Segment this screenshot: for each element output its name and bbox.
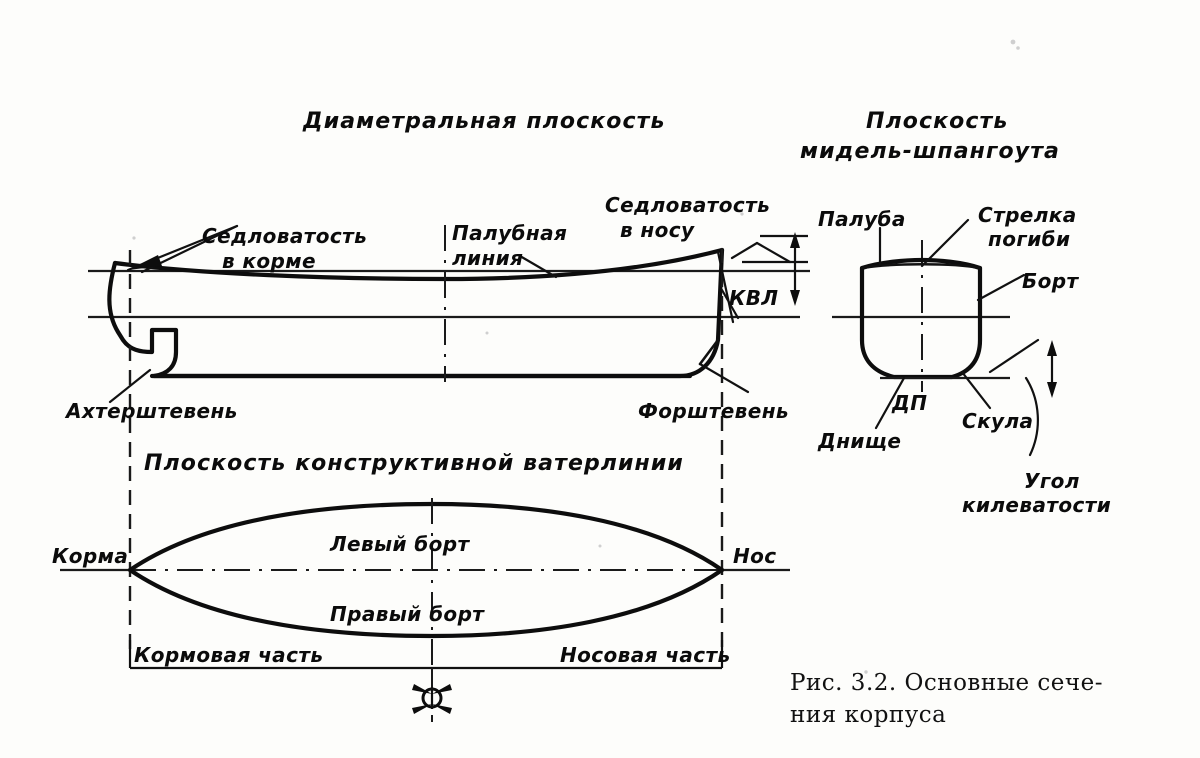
label-deadrise-line1: Угол [1024, 469, 1080, 493]
label-port-side: Левый борт [329, 532, 471, 556]
label-starboard-side: Правый борт [330, 602, 485, 626]
title-waterline-plane: Плоскость конструктивной ватерлинии [144, 451, 684, 476]
label-aft-part: Кормовая часть [134, 643, 323, 667]
midship-section-symbol [412, 668, 452, 722]
midship-section-outline [859, 257, 983, 380]
camber-leader [920, 218, 970, 268]
sternpost-leader-line [108, 368, 152, 404]
title-profile-plane: Диаметральная плоскость [302, 109, 665, 134]
length-extent-bracket [128, 640, 724, 670]
sheer-dimension-tick [755, 241, 792, 264]
kvl-stem-mark [716, 250, 735, 324]
label-sternpost: Ахтерштевень [64, 399, 238, 423]
paper-speckles [132, 39, 1106, 674]
label-sheer-aft-line1: Седловатость [202, 224, 367, 248]
label-deadrise-line2: килеватости [962, 493, 1111, 517]
sheer-height-dimension [742, 232, 808, 306]
label-stern: Корма [52, 544, 128, 568]
deck-camber-line [860, 262, 982, 270]
deadrise-dimension [988, 338, 1057, 457]
figure-caption-line2: ния корпуса [790, 702, 946, 728]
label-centerline-dp: ДП [891, 391, 927, 415]
label-sheer-fwd-line2: в носу [620, 218, 695, 242]
sheer-fwd-leader [730, 241, 759, 260]
label-bow: Нос [733, 544, 777, 568]
label-camber-line1: Стрелка [978, 203, 1077, 227]
bilge-leader [960, 370, 992, 410]
profile-view-group: Седловатость в корме Палубная линия Седл… [64, 193, 810, 655]
label-deck-line-line2: линия [452, 246, 523, 270]
label-camber-line2: погиби [988, 227, 1070, 251]
title-midship-plane-line1: Плоскость [866, 109, 1008, 134]
label-fore-part: Носовая часть [560, 643, 731, 667]
waterline-view-group: Корма Нос Левый борт Правый борт Кормова… [52, 498, 790, 722]
starboard-side-curve [127, 567, 725, 639]
hull-outline-profile [107, 247, 725, 379]
stem-inner-detail [698, 338, 720, 366]
bottom-leader [874, 376, 906, 430]
label-stem: Форштевень [638, 399, 789, 423]
label-sheer-aft-line2: в корме [222, 249, 316, 273]
label-deck-line-line1: Палубная [452, 221, 567, 245]
side-leader [976, 273, 1026, 302]
label-deck: Палуба [818, 207, 906, 231]
label-bottom: Днище [817, 429, 901, 453]
label-kvl: КВЛ [729, 286, 778, 310]
midship-view-group: Палуба Стрелка погиби Борт ДП Днище Скул… [817, 203, 1111, 517]
stem-leader-line [698, 362, 750, 394]
label-sheer-fwd-line1: Седловатость [605, 193, 770, 217]
figure-caption-line1: Рис. 3.2. Основные сече- [790, 670, 1103, 696]
sheer-aft-leader [126, 224, 239, 274]
label-side: Борт [1022, 269, 1080, 293]
label-bilge: Скула [962, 409, 1033, 433]
deck-sheer-line [112, 247, 725, 282]
title-midship-plane-line2: мидель-шпангоута [800, 139, 1060, 164]
deck-line-leader [518, 254, 558, 279]
